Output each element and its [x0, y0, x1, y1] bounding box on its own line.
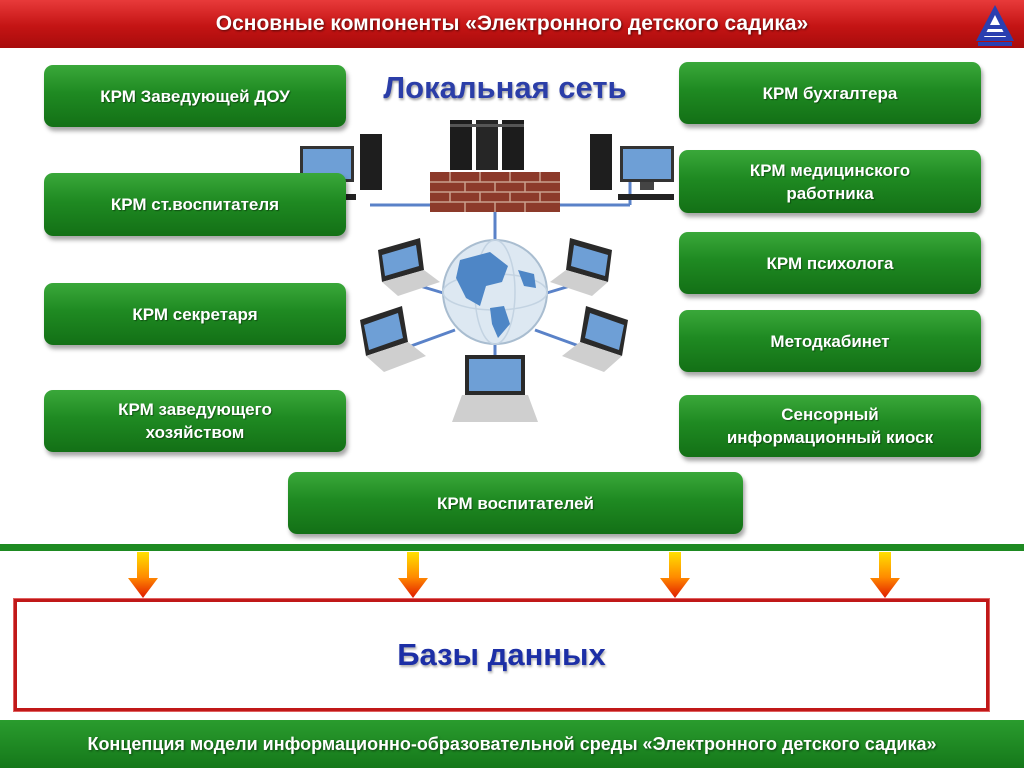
krm-educators-label: КРМ воспитателей	[437, 493, 594, 513]
laptop-icon	[550, 238, 612, 296]
laptop-icon	[360, 306, 426, 372]
krm-educators-button: КРМ воспитателей	[288, 472, 743, 534]
laptop-icon	[378, 238, 440, 296]
krm-accountant-button: КРМ бухгалтера	[679, 62, 981, 124]
footer-bar: Концепция модели информационно-образоват…	[0, 720, 1024, 768]
krm-psychologist-label: КРМ психолога	[766, 253, 894, 273]
laptop-icon	[562, 306, 628, 372]
down-arrow-icon	[398, 552, 428, 598]
footer-caption: Концепция модели информационно-образоват…	[87, 734, 937, 754]
krm-facilities-label-line-1: КРМ заведующего	[118, 400, 272, 419]
down-arrow-icon	[660, 552, 690, 598]
krm-accountant-label: КРМ бухгалтера	[762, 83, 898, 103]
krm-facilities-label-line-2: хозяйством	[145, 423, 245, 442]
krm-medical-label-line-2: работника	[786, 183, 874, 203]
header-bar: Основные компоненты «Электронного детско…	[0, 0, 1024, 48]
krm-medical-button: КРМ медицинского работника	[679, 150, 981, 213]
krm-secretary-button: КРМ секретаря	[44, 283, 346, 345]
down-arrow-icon	[128, 552, 158, 598]
krm-senior-educator-button: КРМ ст.воспитателя	[44, 173, 346, 236]
krm-psychologist-button: КРМ психолога	[679, 232, 981, 294]
krm-head-label: КРМ Заведующей ДОУ	[100, 86, 290, 106]
databases-box: Базы данных	[14, 599, 989, 711]
network-illustration	[300, 120, 674, 422]
logo-icon	[976, 5, 1014, 46]
page-title: Основные компоненты «Электронного детско…	[215, 12, 809, 35]
databases-label: Базы данных	[397, 637, 606, 672]
krm-medical-label-line-1: КРМ медицинского	[749, 160, 911, 180]
info-kiosk-button: Сенсорный информационный киоск	[679, 395, 981, 457]
divider-line	[0, 544, 1024, 551]
info-kiosk-label-line-2: информационный киоск	[726, 428, 934, 447]
info-kiosk-label-line-1: Сенсорный	[781, 405, 879, 424]
methodical-office-button: Методкабинет	[679, 310, 981, 372]
krm-secretary-label: КРМ секретаря	[132, 304, 258, 324]
globe-icon	[442, 239, 548, 345]
krm-facilities-button: КРМ заведующего хозяйством	[44, 390, 346, 452]
laptop-icon	[452, 355, 538, 422]
down-arrow-icon	[870, 552, 900, 598]
desktop-computer-icon	[590, 134, 674, 200]
server-rack-icon	[450, 120, 524, 170]
firewall-icon	[430, 172, 560, 212]
methodical-office-label: Методкабинет	[770, 331, 890, 351]
krm-senior-educator-label: КРМ ст.воспитателя	[110, 195, 280, 214]
network-title: Локальная сеть	[383, 70, 627, 105]
krm-head-button: КРМ Заведующей ДОУ	[44, 65, 346, 127]
